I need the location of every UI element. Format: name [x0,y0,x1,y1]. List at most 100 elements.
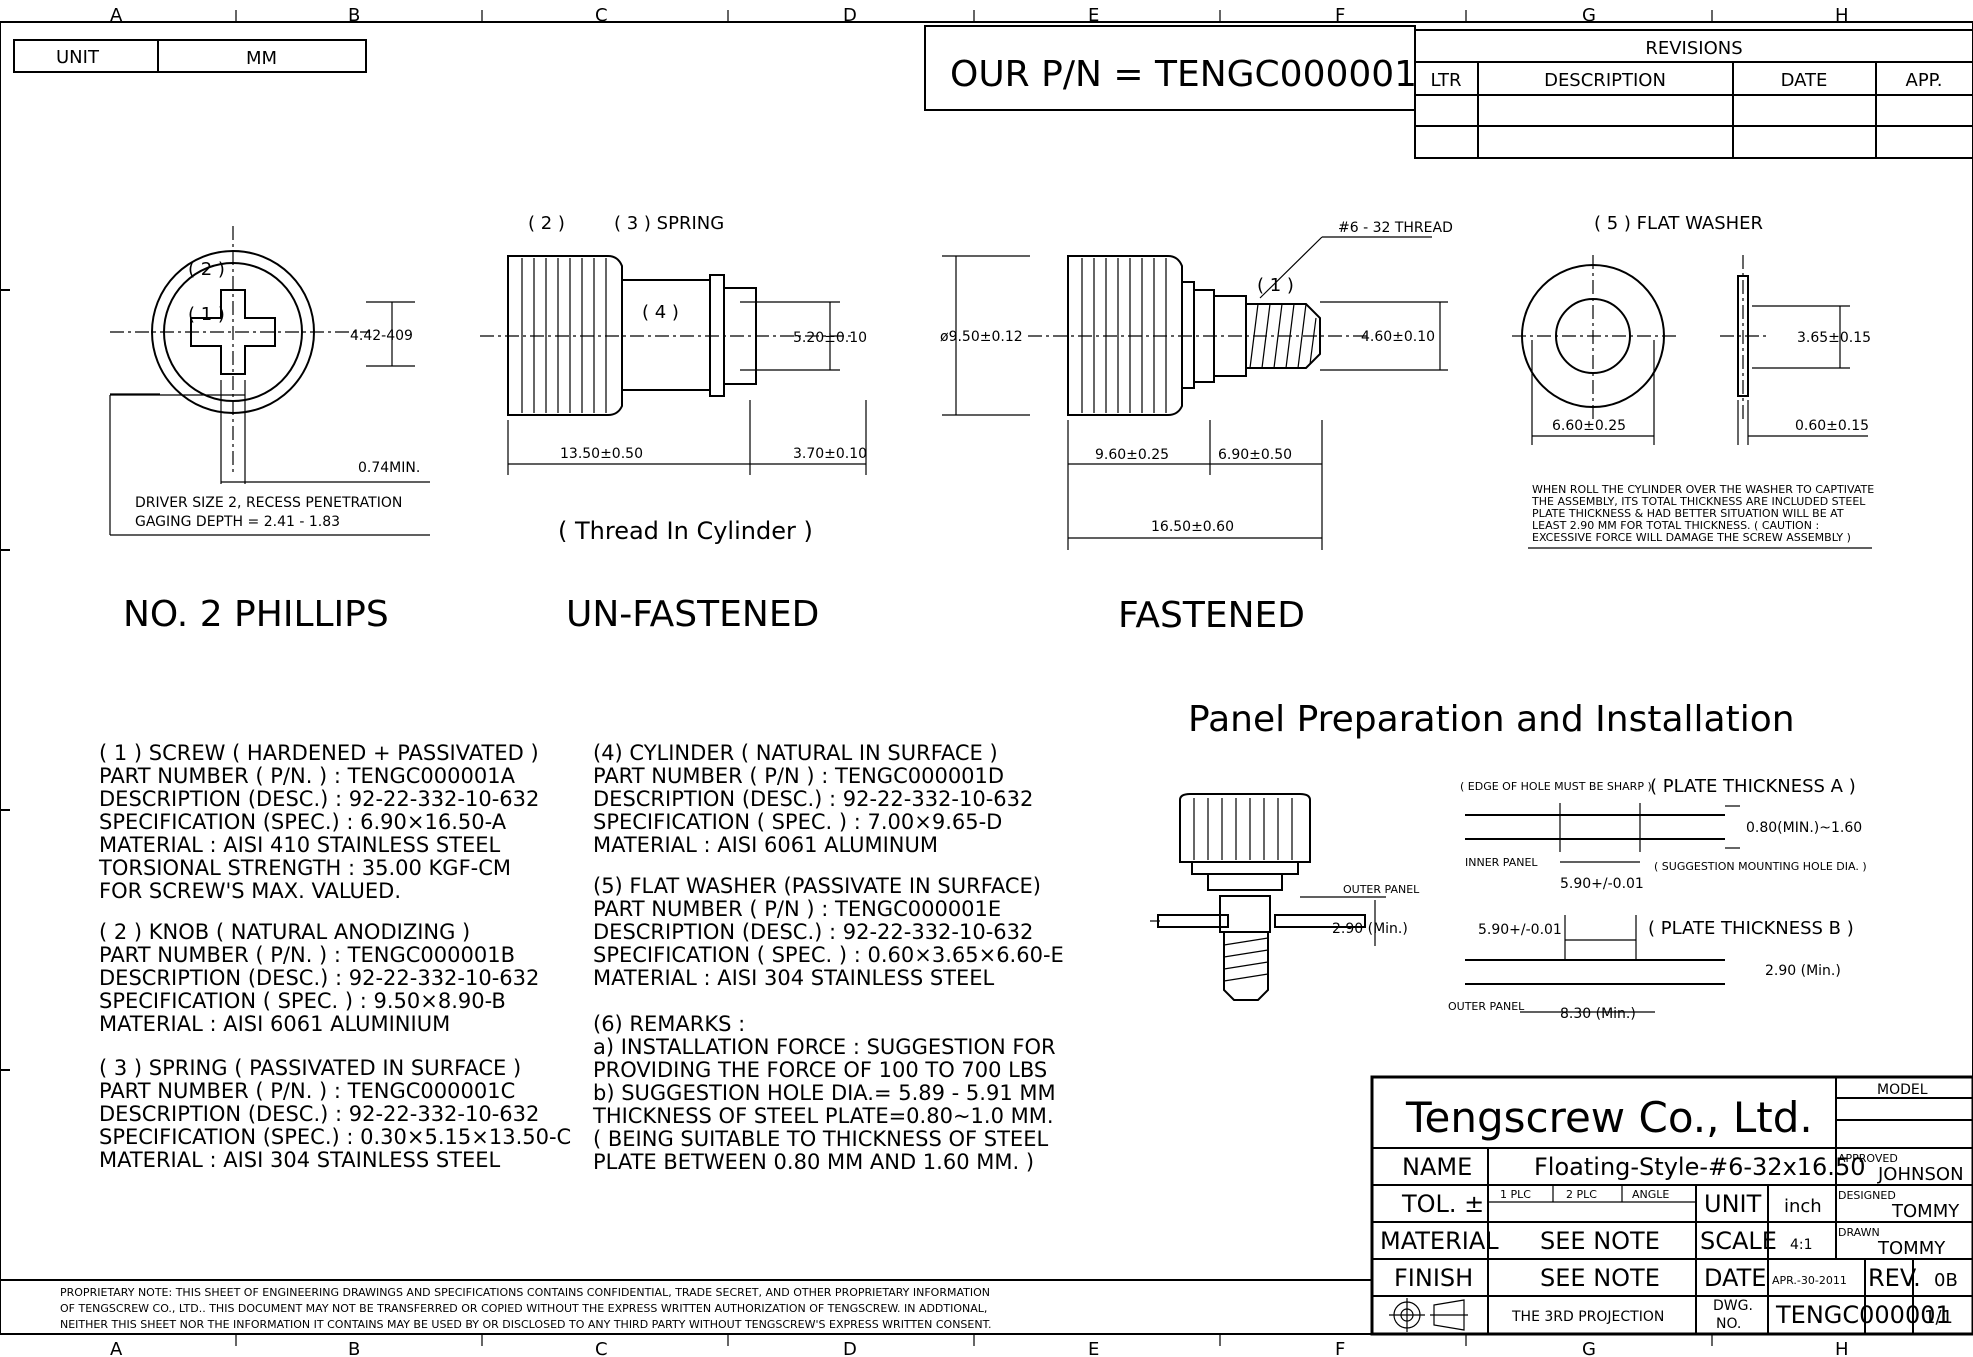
zone-letter-b-bottom: B [348,1339,360,1357]
sheet-number: 1/1 [1924,1307,1953,1328]
zone-letter-f-bottom: F [1335,1339,1345,1357]
phillips-dim-min: 0.74MIN. [358,460,420,476]
note-screw-line-4: MATERIAL : AISI 410 STAINLESS STEEL [99,833,501,857]
approved-label: APPROVED [1838,1152,1898,1165]
washer-note-line-4: LEAST 2.90 MM FOR TOTAL THICKNESS. ( CAU… [1532,519,1819,532]
unfastened-callout-2: ( 2 ) [528,213,565,234]
notes-left-column: ( 1 ) SCREW ( HARDENED + PASSIVATED ) PA… [98,741,571,1172]
flat-washer-view: ( 5 ) FLAT WASHER 3.65±0.15 6.60±0.25 0.… [1512,213,1874,549]
washer-note-line-1: WHEN ROLL THE CYLINDER OVER THE WASHER T… [1532,483,1874,496]
note-screw-heading: ( 1 ) SCREW ( HARDENED + PASSIVATED ) [99,741,539,765]
zone-letter-d-bottom: D [843,1339,857,1357]
drawn-value: TOMMY [1877,1238,1946,1259]
tolerance-label: TOL. ± [1401,1190,1484,1218]
third-angle-projection-icon [1389,1298,1468,1332]
hole-dia-b: 5.90+/-0.01 [1478,922,1562,938]
note-washer-line-4: MATERIAL : AISI 304 STAINLESS STEEL [593,966,995,990]
phillips-callout-2: ( 2 ) [188,259,225,280]
proprietary-note: PROPRIETARY NOTE: THIS SHEET OF ENGINEER… [0,1279,1372,1331]
revisions-col-app: APP. [1906,70,1943,91]
fastened-dim-knob-dia: ø9.50±0.12 [940,329,1023,345]
zone-letter-c: C [595,5,608,26]
note-knob-line-4: MATERIAL : AISI 6061 ALUMINIUM [99,1012,450,1036]
zone-markers-top: A B C D E F G H [110,5,1849,26]
unit-value-tb: inch [1784,1196,1822,1217]
part-number-box: OUR P/N = TENGC000001 [924,25,1417,111]
unit-box: UNIT MM [13,39,367,73]
note-cylinder-line-2: DESCRIPTION (DESC.) : 92-22-332-10-632 [593,787,1033,811]
washer-note: WHEN ROLL THE CYLINDER OVER THE WASHER T… [1528,483,1874,549]
revisions-col-description: DESCRIPTION [1544,70,1666,91]
material-label: MATERIAL [1380,1227,1499,1255]
date-label: DATE [1704,1264,1766,1292]
washer-note-line-3: PLATE THICKNESS & HAD BETTER SITUATION W… [1532,507,1844,520]
note-remarks-line-5: ( BEING SUITABLE TO THICKNESS OF STEEL [593,1127,1048,1151]
note-spring-line-4: MATERIAL : AISI 304 STAINLESS STEEL [99,1148,501,1172]
dwg-label-1: DWG. [1713,1298,1753,1314]
zone-letter-h: H [1835,5,1849,26]
note-washer-heading: (5) FLAT WASHER (PASSIVATE IN SURFACE) [593,874,1041,898]
designed-label: DESIGNED [1838,1189,1896,1202]
note-washer-line-2: DESCRIPTION (DESC.) : 92-22-332-10-632 [593,920,1033,944]
note-screw-line-5: TORSIONAL STRENGTH : 35.00 KGF-CM [98,856,511,880]
washer-dim-thick: 0.60±0.15 [1795,418,1869,434]
projection-label: THE 3RD PROJECTION [1511,1309,1664,1325]
model-label: MODEL [1877,1082,1928,1098]
dim-thickness-a: 0.80(MIN.)~1.60 [1746,820,1862,836]
name-label: NAME [1402,1153,1472,1181]
fastened-dim-thread-dia: 4.60±0.10 [1361,329,1435,345]
proprietary-line-1: PROPRIETARY NOTE: THIS SHEET OF ENGINEER… [60,1286,990,1299]
zone-letter-h-bottom: H [1835,1339,1849,1357]
dim-290-b: 2.90 (Min.) [1765,963,1841,979]
panel-preparation-section: Panel Preparation and Installation OUTER… [1150,699,1867,1022]
revisions-col-date: DATE [1781,70,1828,91]
notes-right-column: (4) CYLINDER ( NATURAL IN SURFACE ) PART… [592,741,1064,1174]
company-name: Tengscrew Co., Ltd. [1405,1093,1813,1142]
zone-letter-a: A [110,5,123,26]
washer-note-line-2: THE ASSEMBLY, ITS TOTAL THICKNESS ARE IN… [1531,495,1866,508]
note-screw-line-1: PART NUMBER ( P/N. ) : TENGC000001A [99,764,516,788]
drawing-number: TENGC000001 [1775,1301,1951,1329]
washer-note-line-5: EXCESSIVE FORCE WILL DAMAGE THE SCREW AS… [1532,531,1851,544]
zone-letter-e: E [1088,5,1099,26]
note-spring-line-3: SPECIFICATION (SPEC.) : 0.30×5.15×13.50-… [99,1125,571,1149]
note-cylinder-line-4: MATERIAL : AISI 6061 ALUMINUM [593,833,938,857]
mounting-hole-note: ( SUGGESTION MOUNTING HOLE DIA. ) [1654,860,1867,873]
phillips-note-line-1: DRIVER SIZE 2, RECESS PENETRATION [135,495,402,511]
approved-value: JOHNSON [1877,1164,1964,1185]
revisions-table: REVISIONS LTR DESCRIPTION DATE APP. [1414,29,1973,159]
title-block: Tengscrew Co., Ltd. MODEL NAME Floating-… [1370,1075,1973,1336]
phillips-dim-width: 4.42-409 [350,328,413,344]
note-spring-line-1: PART NUMBER ( P/N. ) : TENGC000001C [99,1079,515,1103]
edge-note: ( EDGE OF HOLE MUST BE SHARP ) [1460,780,1652,793]
note-cylinder-line-1: PART NUMBER ( P/N ) : TENGC000001D [593,764,1004,788]
tolerance-2-plc: 2 PLC [1566,1188,1597,1201]
material-value: SEE NOTE [1540,1227,1660,1255]
zone-letter-c-bottom: C [595,1339,608,1357]
zone-letter-a-bottom: A [110,1339,123,1357]
outer-panel-label-b: OUTER PANEL [1448,1000,1525,1013]
zone-letter-g: G [1582,5,1596,26]
fastened-view-title: FASTENED [1118,595,1305,636]
finish-label: FINISH [1394,1264,1473,1292]
fastened-dim-total: 16.50±0.60 [1151,519,1234,535]
phillips-note-line-2: GAGING DEPTH = 2.41 - 1.83 [135,514,340,530]
rev-label: REV. [1868,1264,1921,1292]
dim-830: 8.30 (Min.) [1560,1006,1636,1022]
unfastened-dim-len-1: 13.50±0.50 [560,446,643,462]
washer-dim-outer: 6.60±0.25 [1552,418,1626,434]
note-knob-line-3: SPECIFICATION ( SPEC. ) : 9.50×8.90-B [99,989,506,1013]
fastened-callout-1: ( 1 ) [1257,275,1294,296]
note-screw-line-2: DESCRIPTION (DESC.) : 92-22-332-10-632 [99,787,539,811]
unfastened-callout-3: ( 3 ) SPRING [614,213,724,234]
zone-letter-b: B [348,5,360,26]
note-washer-line-3: SPECIFICATION ( SPEC. ) : 0.60×3.65×6.60… [593,943,1064,967]
designed-value: TOMMY [1891,1201,1960,1222]
inner-panel-label: INNER PANEL [1465,856,1538,869]
note-cylinder-heading: (4) CYLINDER ( NATURAL IN SURFACE ) [593,741,998,765]
sheet-border [0,21,1973,1335]
proprietary-line-2: OF TENGSCREW CO., LTD.. THIS DOCUMENT MA… [60,1302,987,1315]
unfastened-view-title: UN-FASTENED [566,594,819,635]
note-knob-line-1: PART NUMBER ( P/N. ) : TENGC000001B [99,943,515,967]
